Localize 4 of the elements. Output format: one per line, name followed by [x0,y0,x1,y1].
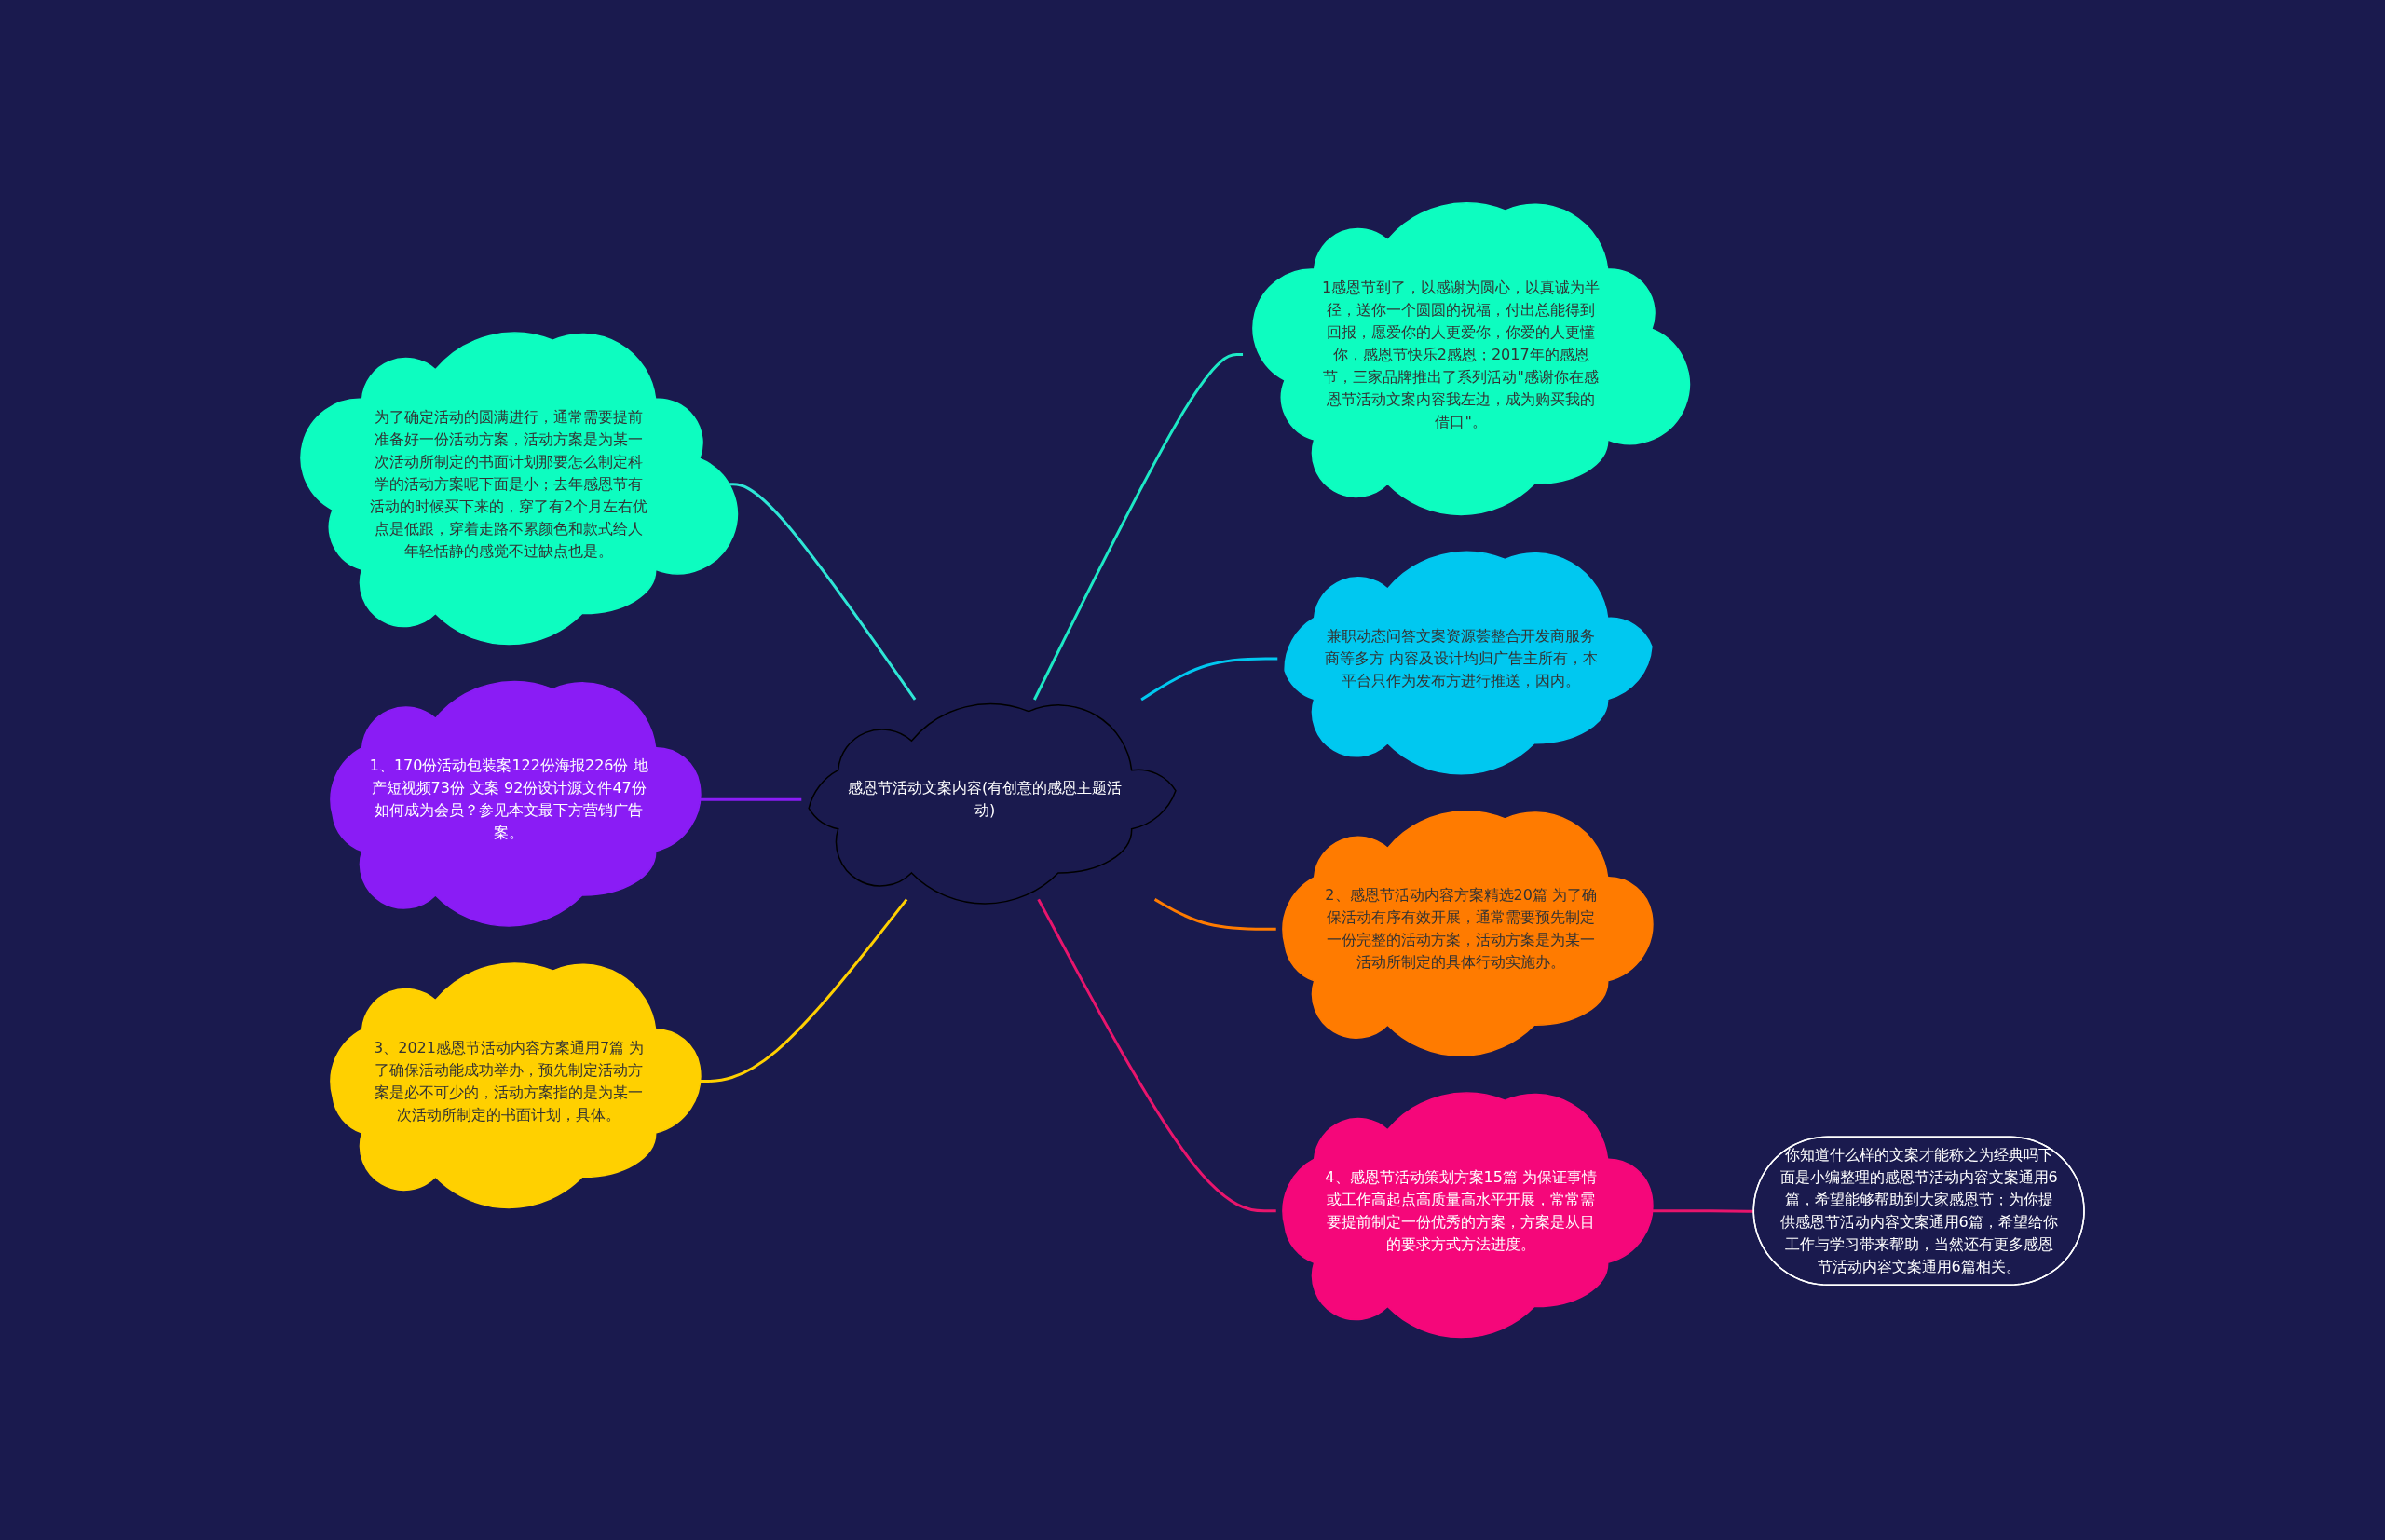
connector [1153,897,1276,931]
connector [1033,352,1244,701]
connector [1140,657,1278,701]
connector [1037,898,1276,1212]
